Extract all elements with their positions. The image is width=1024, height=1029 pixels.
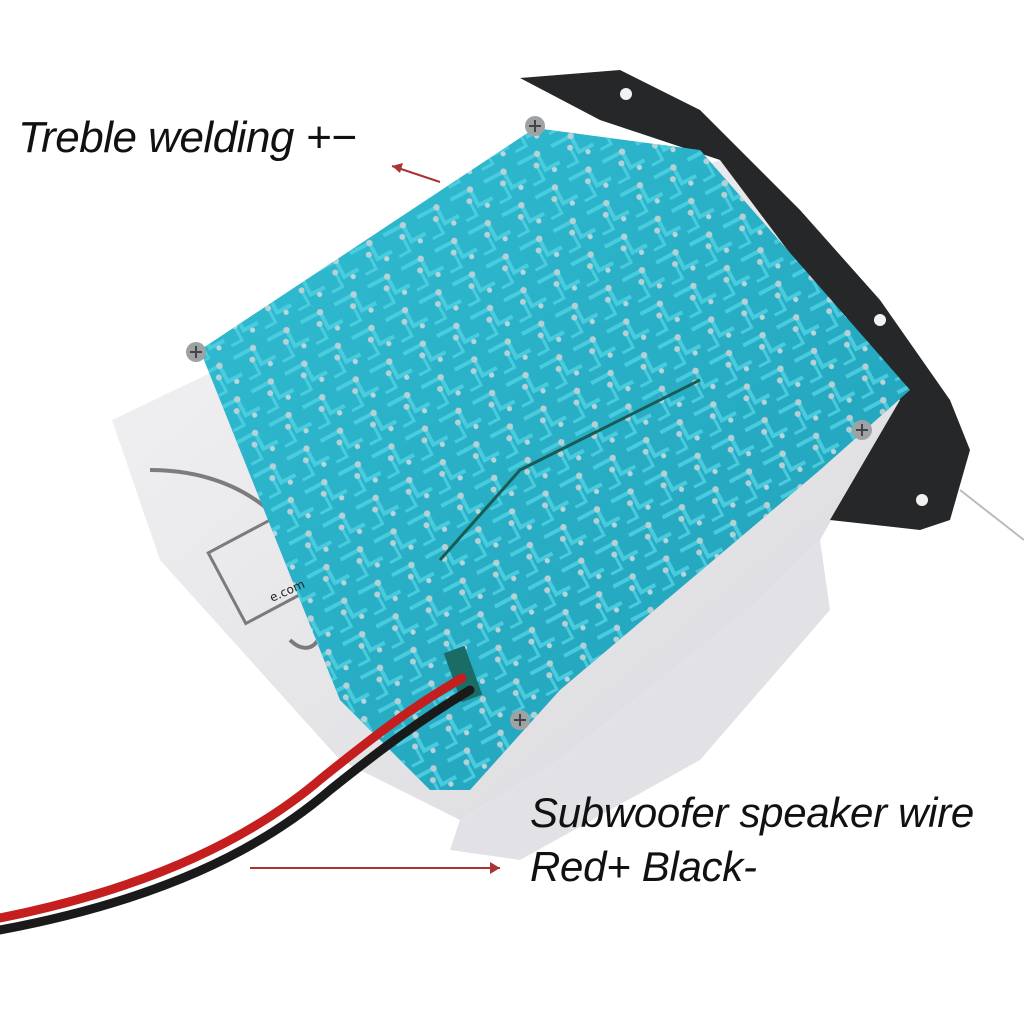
pcb-divider-trace [438,378,701,561]
wire-polarity-label: Red+ Black- [530,843,757,890]
subwoofer-arrow [250,862,500,874]
mounting-screw-icon [186,342,206,362]
pcb-trace-pattern [200,128,910,790]
metal-mounting-plate [520,70,970,530]
housing-side [450,540,830,860]
speaker-wire-red [0,673,467,923]
lead-wire [959,489,1024,541]
mounting-screw-icon [620,88,632,100]
subwoofer-wire-label: Subwoofer speaker wire [530,789,974,836]
treble-welding-label: Treble welding +− [18,113,357,162]
mounting-screw-icon [852,420,872,440]
speaker-wire-black [0,685,475,935]
mounting-screw-icon [510,710,530,730]
mounting-screw-icon [874,314,886,326]
mounting-screw-icon [916,494,928,506]
treble-arrow [391,163,441,183]
mounting-screw-icon [525,116,545,136]
